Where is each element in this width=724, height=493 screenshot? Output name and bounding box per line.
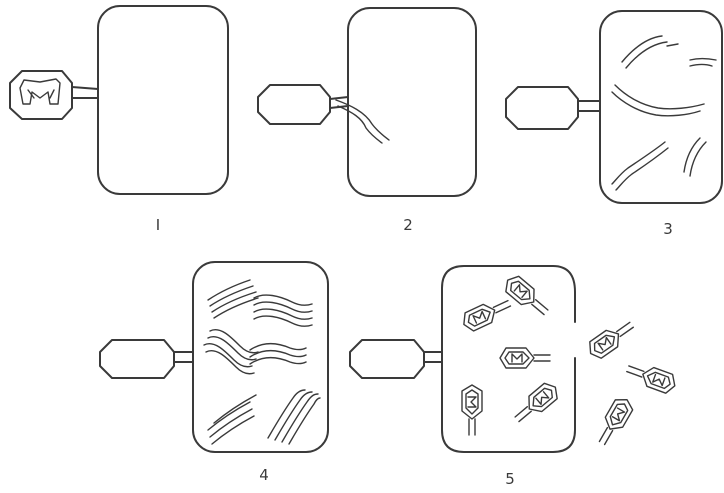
progeny-phage (499, 347, 551, 369)
stage-3-replication (505, 10, 723, 204)
phage-particle (349, 339, 443, 379)
stage-1-attachment (9, 5, 229, 195)
stage-2-injection (257, 7, 477, 197)
viral-dna-strand (335, 99, 390, 141)
phage-particle (257, 84, 349, 125)
phage-particle (505, 86, 601, 130)
viral-dna-strand (337, 105, 383, 144)
stage-4-assembly (99, 261, 329, 453)
bacterial-cell (599, 10, 723, 204)
stage-label-3: 3 (663, 220, 673, 238)
progeny-phage (500, 271, 554, 321)
stage-5-lysis (349, 265, 679, 453)
stage-label-2: 2 (403, 216, 413, 234)
bacterial-cell (97, 5, 229, 195)
bacterial-cell (192, 261, 329, 453)
stage-label-4: 4 (259, 466, 269, 484)
stage-label-1: I (155, 216, 161, 234)
dna-copies (611, 35, 717, 191)
progeny-phage (509, 378, 563, 428)
dna-copies (203, 279, 321, 445)
progeny-phage (623, 358, 679, 396)
bacterial-cell (347, 7, 477, 197)
progeny-phage (461, 384, 483, 436)
bacterial-cell-ruptured (441, 265, 576, 453)
progeny-phage (458, 293, 515, 335)
stage-label-5: 5 (505, 470, 515, 488)
progeny-phage (584, 315, 639, 363)
progeny-phage (592, 393, 637, 449)
phage-particle (9, 70, 99, 120)
phage-particle (99, 339, 194, 379)
